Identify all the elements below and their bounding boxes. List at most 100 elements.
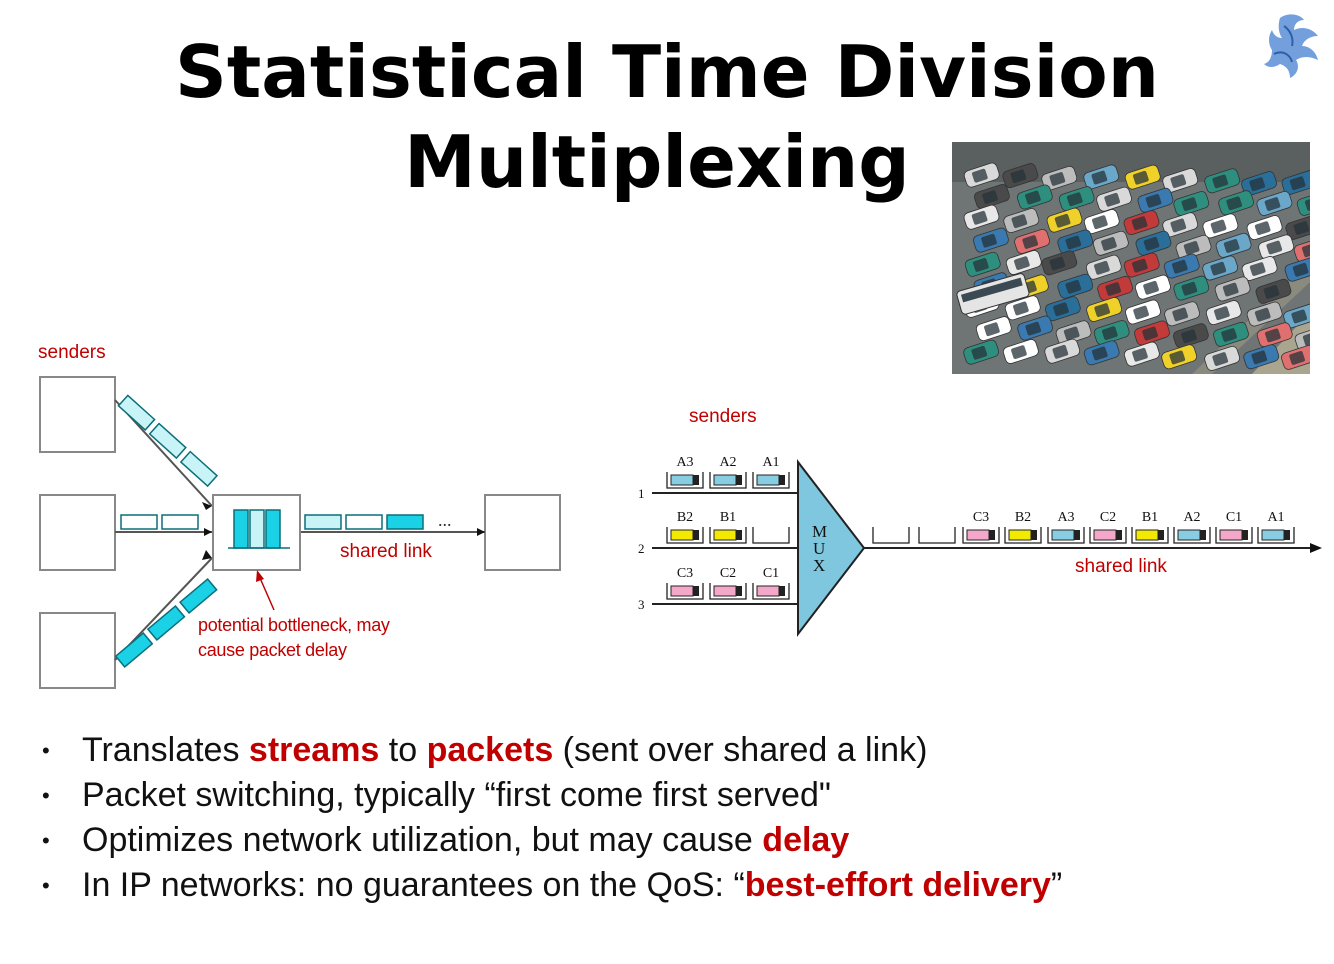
cars-group [956,162,1310,371]
packet-slot [918,527,956,544]
car [1123,210,1160,236]
packet-block [966,529,990,541]
car [1123,252,1160,278]
shared-link-packet [386,514,424,530]
car [1124,164,1161,190]
car [1086,297,1123,322]
sender-box-1 [39,376,116,453]
car [1083,164,1120,190]
packet-slot [752,583,790,600]
receiver-box [484,494,561,571]
car [1218,190,1254,216]
highlighted-term: packets [426,731,554,769]
packet-slot [872,527,910,544]
packet-tail [779,586,785,596]
car [1204,168,1241,194]
car [1173,275,1210,301]
packet-tail [736,530,742,540]
bullet-text: to [379,731,427,769]
highlighted-term: streams [248,731,380,769]
input-number: 3 [638,597,645,612]
car [1046,207,1083,233]
mux-letter-u: U [813,539,825,558]
packet-label: B1 [1142,510,1158,525]
car [1083,209,1120,235]
car [1294,326,1310,351]
packet-block [756,474,780,486]
packet-label: C2 [720,566,736,581]
packet-slot [709,472,747,489]
car [1057,273,1094,299]
lower-link-packets [114,578,218,668]
car [1255,278,1292,304]
packet-slot [1215,527,1253,544]
packet-slot [666,583,704,600]
packet-block [713,585,737,597]
car [1256,191,1293,216]
car [1162,212,1199,238]
packet-tail [1242,530,1248,540]
car [1205,300,1242,326]
packet-tail [779,475,785,485]
car [1093,320,1130,345]
car [1123,341,1160,367]
car [1096,186,1132,212]
middle-link-packet [120,514,158,530]
bottleneck-label-line-2: cause packet delay [198,640,347,660]
packet-block [1177,529,1201,541]
packet-label: B2 [1015,510,1031,525]
packet-slot [752,472,790,489]
car [1044,338,1081,364]
input-number: 1 [638,486,645,501]
packet-label: C2 [1100,510,1116,525]
left-packet-switching-diagram: ... [39,376,561,689]
packet-slot [1173,527,1211,544]
packet-tail [1200,530,1206,540]
packet-tail [1158,530,1164,540]
car [1258,234,1295,260]
packet-tail [1116,530,1122,540]
packet-block [756,585,780,597]
parking-lot-photo [952,142,1310,374]
right-senders-label: senders [689,406,757,427]
car [1162,168,1199,193]
car [1004,295,1041,321]
car [1041,250,1078,276]
mux-letter-x: X [813,556,825,575]
packet-slot [962,527,1000,544]
car [1135,230,1172,256]
page-title-line-2: Multiplexing [404,120,910,204]
packet-block [1008,529,1032,541]
car [1246,301,1283,327]
packet-block [1261,529,1285,541]
car [1003,208,1040,233]
packet-block [670,529,694,541]
packet-label: A3 [1057,510,1074,525]
packet-block [1093,529,1117,541]
packet-slot [709,583,747,600]
bus [956,273,1030,315]
packet-label: A2 [719,455,736,470]
packet-tail [989,530,995,540]
packet-label: A2 [1183,510,1200,525]
sender-box-3 [39,612,116,689]
car [1085,254,1122,280]
packet-tail [1031,530,1037,540]
car [1281,344,1310,370]
shared-link-ellipsis: ... [438,510,452,530]
car [1246,215,1283,240]
car [1215,232,1252,258]
car [1256,322,1293,348]
car [963,162,1000,188]
car [1173,191,1210,216]
car [964,251,1001,277]
car [1161,344,1198,370]
packet-slot [1257,527,1295,544]
bullet-item: •In IP networks: no guarantees on the Qo… [40,863,1062,908]
car [1214,276,1251,302]
packet-slot [1089,527,1127,544]
car [1241,171,1277,197]
packet-label: C3 [973,510,989,525]
car [1135,274,1171,300]
bottleneck-label-line-1: potential bottleneck, may [198,615,390,635]
